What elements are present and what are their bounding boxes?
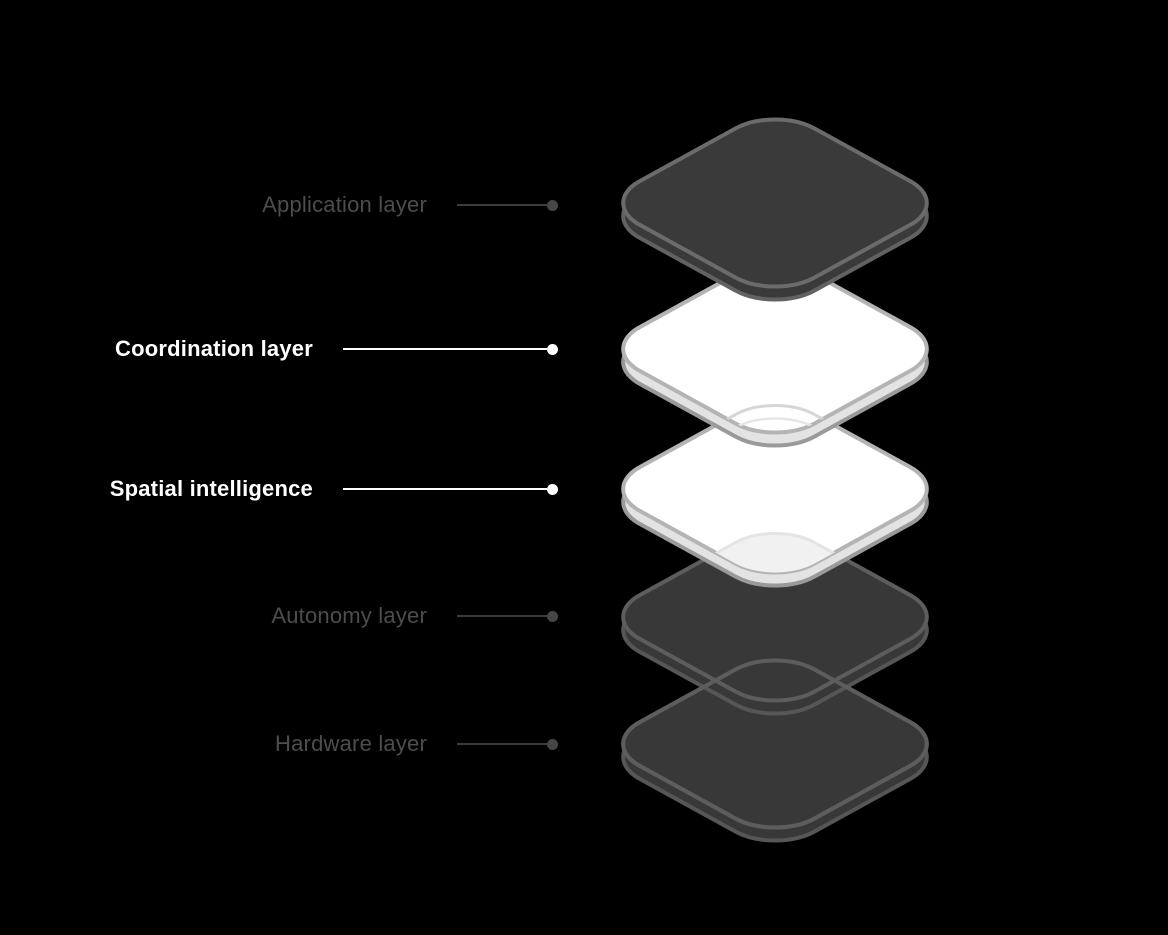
application-layer-slab xyxy=(600,107,950,313)
label-row-application: Application layer xyxy=(100,189,558,221)
connector-line xyxy=(343,488,547,490)
connector-dot xyxy=(547,483,558,495)
coordination-layer-label: Coordination layer xyxy=(115,336,313,361)
coordination-layer-slab xyxy=(600,253,950,459)
seethrough-edge xyxy=(600,393,950,586)
connector-dot xyxy=(547,610,558,622)
label-row-hardware: Hardware layer xyxy=(100,728,558,760)
label-row-autonomy: Autonomy layer xyxy=(100,600,558,632)
spatial-layer-slab xyxy=(600,393,950,599)
connector-dot xyxy=(547,199,558,211)
connector-line xyxy=(457,204,547,206)
spatial-seen-through-coordination xyxy=(600,393,950,599)
seethrough-edge-lower xyxy=(600,406,950,599)
connector-dot xyxy=(547,343,558,355)
hardware-edge-crossing xyxy=(600,648,950,841)
autonomy-layer-slab xyxy=(600,521,950,727)
label-row-coordination: Coordination layer xyxy=(100,333,558,365)
label-row-spatial: Spatial intelligence xyxy=(100,473,558,505)
spatial-intelligence-label: Spatial intelligence xyxy=(109,476,313,501)
application-layer-label: Application layer xyxy=(262,192,427,217)
connector-dot xyxy=(547,738,558,750)
slab-face xyxy=(600,107,950,300)
hardware-layer-label: Hardware layer xyxy=(275,731,427,756)
connector-line xyxy=(457,743,547,745)
connector-line xyxy=(343,348,547,350)
autonomy-layer-label: Autonomy layer xyxy=(271,603,427,628)
connector-line xyxy=(457,615,547,617)
